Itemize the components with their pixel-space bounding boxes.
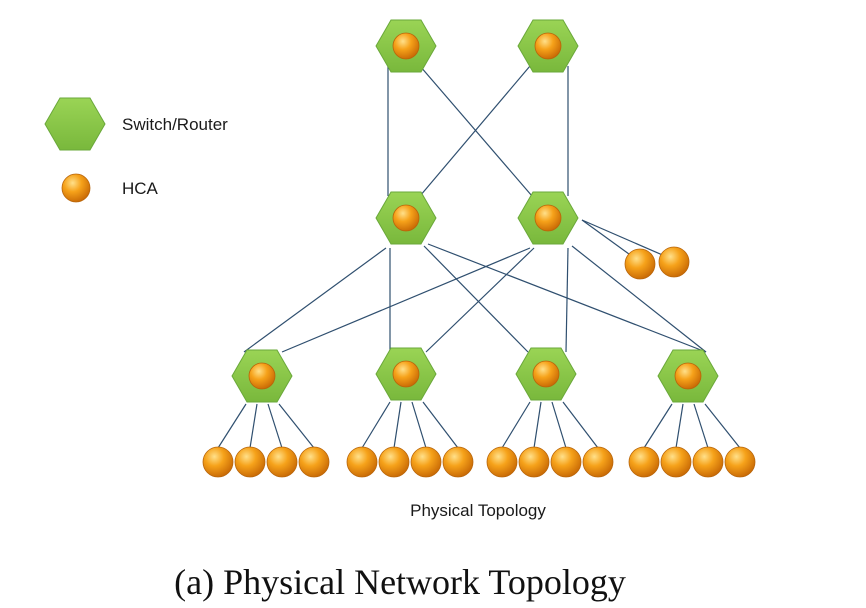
legend-hca-sphere-icon	[61, 173, 91, 203]
legend: Switch/Router HCA	[44, 97, 228, 203]
link-edge2-hca4	[422, 401, 459, 449]
hca-edge4-4	[724, 446, 756, 478]
hca-edge3-3	[550, 446, 582, 478]
link-edge4-hca1	[643, 403, 673, 449]
topology-caption: Physical Topology	[410, 501, 546, 520]
hca-edge1-2	[234, 446, 266, 478]
link-edge2-hca3	[411, 401, 427, 449]
aggregation-switch-1-hca-sphere-icon	[392, 204, 420, 232]
link-edge1-hca3	[267, 403, 283, 449]
hca-edge3-4	[582, 446, 614, 478]
core-switch-2-hca-sphere-icon	[534, 32, 562, 60]
link-edge4-hca3	[693, 403, 709, 449]
link-agg2-hca2	[581, 219, 675, 261]
edge-switch-3-hca-sphere-icon	[532, 360, 560, 388]
hca-edge4-3	[692, 446, 724, 478]
hca-edge2-1	[346, 446, 378, 478]
link-agg2-edge2	[425, 247, 535, 353]
switches	[231, 19, 719, 403]
link-edge2-hca1	[361, 401, 391, 449]
links	[217, 65, 741, 449]
hca-edge1-3	[266, 446, 298, 478]
hca-edge2-3	[410, 446, 442, 478]
link-edge4-hca2	[675, 403, 684, 449]
legend-hca-label: HCA	[122, 179, 159, 198]
hca-edge1-4	[298, 446, 330, 478]
figure-caption: (a) Physical Network Topology	[174, 562, 626, 602]
hca-edge1-1	[202, 446, 234, 478]
link-agg2-edge1	[281, 247, 531, 353]
link-edge1-hca4	[278, 403, 315, 449]
hca-agg2-1	[624, 248, 656, 280]
edge-switch-1-hca-sphere-icon	[248, 362, 276, 390]
hca-edge2-4	[442, 446, 474, 478]
aggregation-switch-2-hca-sphere-icon	[534, 204, 562, 232]
legend-switch-label: Switch/Router	[122, 115, 228, 134]
link-core2-agg1	[419, 65, 531, 197]
link-agg2-edge4	[571, 245, 707, 353]
edge-switch-2-hca-sphere-icon	[392, 360, 420, 388]
link-core1-agg2	[419, 65, 533, 197]
link-edge3-hca2	[533, 401, 542, 449]
hcas	[202, 246, 756, 478]
link-edge1-hca1	[217, 403, 247, 449]
core-switch-1-hca-sphere-icon	[392, 32, 420, 60]
hca-edge3-2	[518, 446, 550, 478]
hca-edge4-2	[660, 446, 692, 478]
edge-switch-4-hca-sphere-icon	[674, 362, 702, 390]
link-edge4-hca4	[704, 403, 741, 449]
legend-switch-hexagon-icon	[44, 97, 106, 151]
link-agg2-edge3	[565, 247, 569, 353]
hca-edge3-1	[486, 446, 518, 478]
link-agg1-edge3	[423, 245, 529, 353]
hca-edge4-1	[628, 446, 660, 478]
hca-edge2-2	[378, 446, 410, 478]
link-agg1-edge1	[243, 247, 387, 353]
link-edge1-hca2	[249, 403, 258, 449]
link-edge3-hca1	[501, 401, 531, 449]
hca-agg2-2	[658, 246, 690, 278]
link-edge3-hca4	[562, 401, 599, 449]
link-edge2-hca2	[393, 401, 402, 449]
link-edge3-hca3	[551, 401, 567, 449]
